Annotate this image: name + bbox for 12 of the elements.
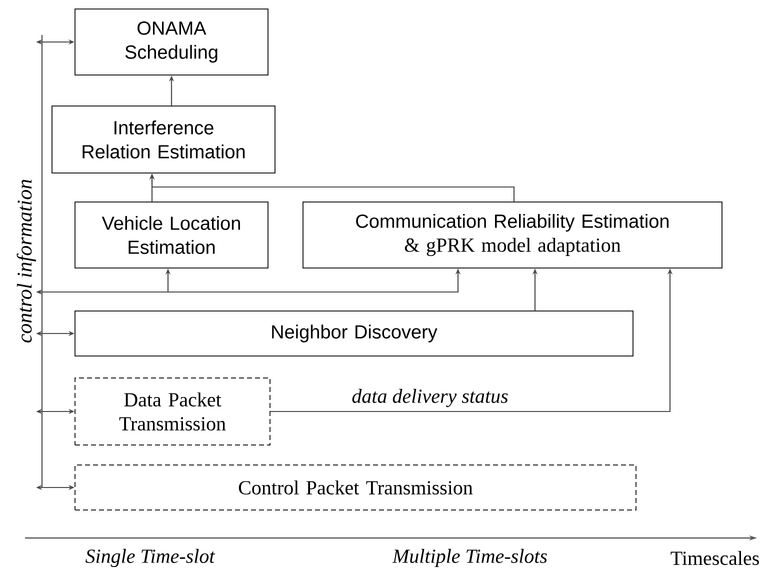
axis-label: control information [16, 180, 36, 342]
process-box: ONAMA Scheduling [74, 8, 268, 76]
dashed-process-box: Control Packet Transmission [74, 464, 636, 510]
axis-label: Timescales [670, 550, 759, 566]
axis-label: Multiple Time-slots [392, 548, 547, 568]
process-box: Vehicle Location Estimation [74, 202, 268, 268]
edge-label: data delivery status [350, 388, 510, 408]
process-box: Communication Reliability Estimation & gPRK model adaptation [302, 202, 722, 268]
dashed-process-box: Data Packet Transmission [74, 378, 270, 446]
axis-label: Single Time-slot [86, 548, 216, 568]
process-box: Neighbor Discovery [74, 310, 634, 356]
process-box: Interference Relation Estimation [52, 106, 276, 174]
